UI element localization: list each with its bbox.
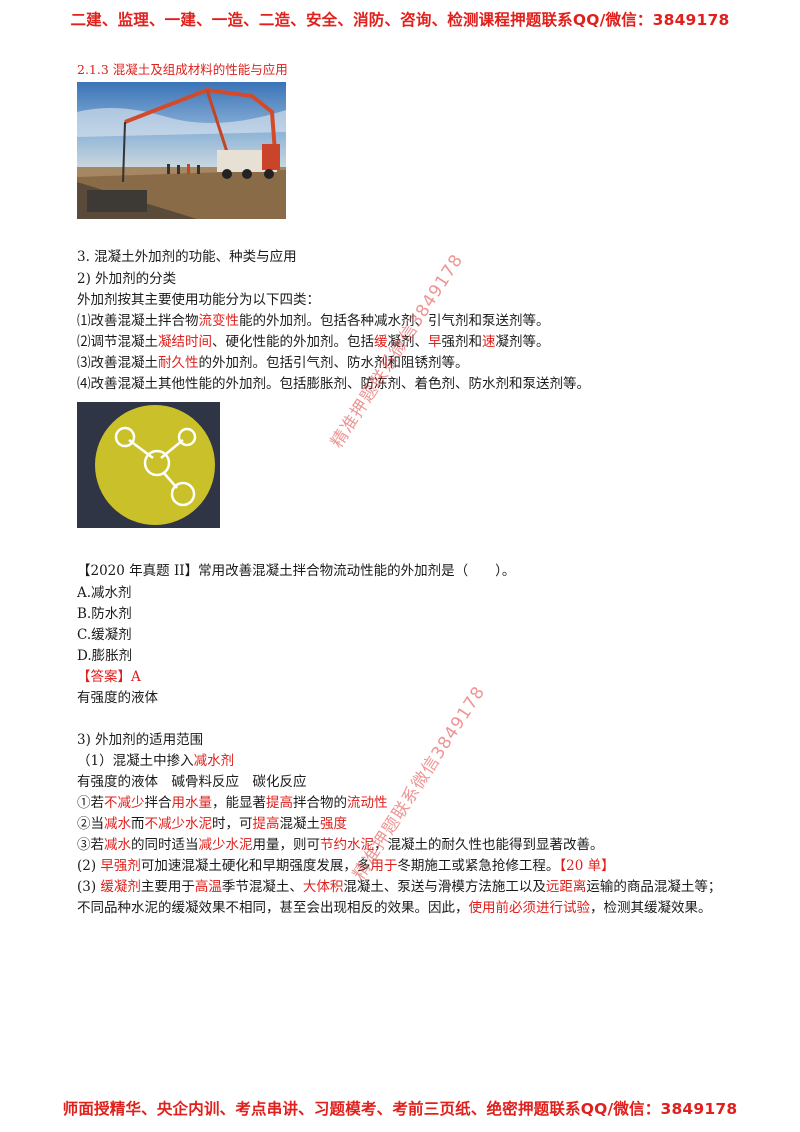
option-a: A.减水剂: [77, 585, 132, 601]
subsection-heading: 3. 混凝土外加剂的功能、种类与应用: [77, 249, 297, 265]
intro-text: 外加剂按其主要使用功能分为以下四类：: [77, 292, 320, 308]
question-stem: 【2020 年真题 II】常用改善混凝土拌合物流动性能的外加剂是（ ）。: [77, 563, 516, 579]
scope-item-3: (3) 缓凝剂主要用于高温季节混凝土、大体积混凝土、泵送与滑模方法施工以及远距离…: [77, 879, 722, 895]
scope-heading: 3) 外加剂的适用范围: [77, 732, 204, 748]
effect-1: ①若不减少拌合用水量，能显著提高拌合物的流动性: [77, 795, 388, 811]
effect-2: ②当减水而不减少水泥时，可提高混凝土强度: [77, 816, 347, 832]
molecule-icon: [77, 402, 220, 528]
answer-label: 【答案】A: [77, 669, 141, 685]
classification-heading: 2) 外加剂的分类: [77, 271, 177, 287]
option-b: B.防水剂: [77, 606, 132, 622]
option-d: D.膨胀剂: [77, 648, 133, 664]
option-c: C.缓凝剂: [77, 627, 132, 643]
bottom-banner: 师面授精华、央企内训、考点串讲、习题模考、考前三页纸、绝密押题联系QQ/微信：3…: [62, 1100, 738, 1118]
answer-note: 有强度的液体: [77, 690, 158, 706]
scope-item-3-cont: 不同品种水泥的缓凝效果不相同，甚至会出现相反的效果。因此，使用前必须进行试验，检…: [77, 900, 712, 916]
section-title: 2.1.3 混凝土及组成材料的性能与应用: [77, 62, 288, 77]
effect-3: ③若减水的同时适当减少水泥用量，则可节约水泥，混凝土的耐久性也能得到显著改善。: [77, 837, 604, 853]
category-item-4: ⑷改善混凝土其他性能的外加剂。包括膨胀剂、防冻剂、着色剂、防水剂和泵送剂等。: [77, 376, 590, 392]
construction-photo: [77, 82, 286, 219]
scope-item-2: (2) 早强剂可加速混凝土硬化和早期强度发展，多用于冬期施工或紧急抢修工程。【2…: [77, 858, 615, 874]
top-banner: 二建、监理、一建、一造、二造、安全、消防、咨询、检测课程押题联系QQ/微信：38…: [70, 11, 730, 29]
keywords-line: 有强度的液体 碱骨料反应 碳化反应: [77, 774, 307, 790]
category-item-2: ⑵调节混凝土凝结时间、硬化性能的外加剂。包括缓凝剂、早强剂和速凝剂等。: [77, 334, 550, 350]
category-item-1: ⑴改善混凝土拌合物流变性能的外加剂。包括各种减水剂、引气剂和泵送剂等。: [77, 313, 550, 329]
category-item-3: ⑶改善混凝土耐久性的外加剂。包括引气剂、防水剂和阻锈剂等。: [77, 355, 469, 371]
scope-item-1: （1）混凝土中掺入减水剂: [77, 753, 235, 769]
